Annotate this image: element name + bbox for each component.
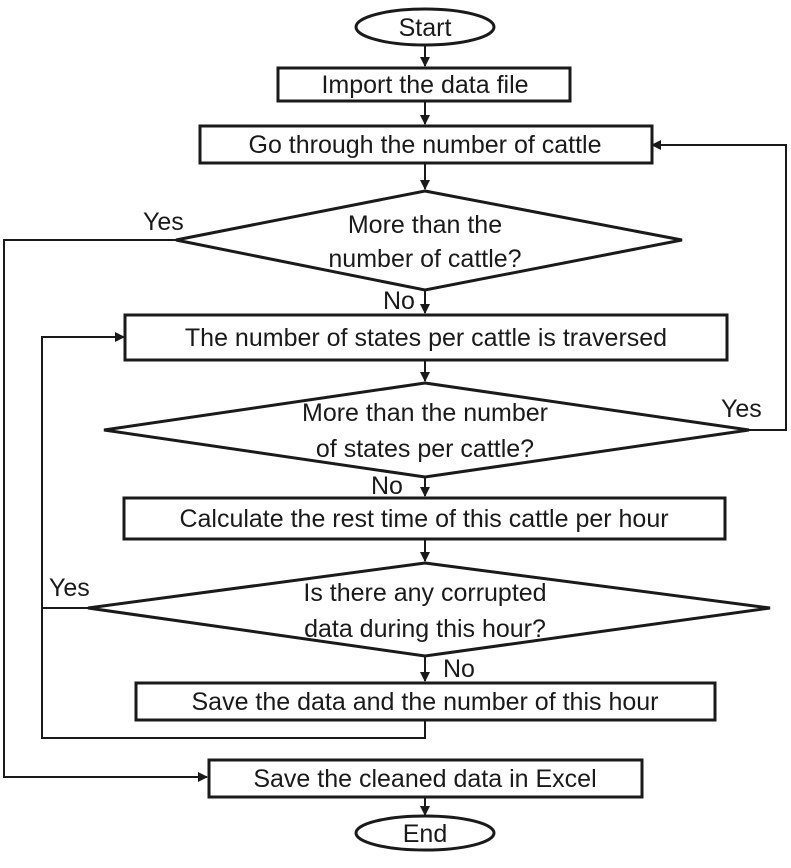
no-label-decision-corrupt: No <box>443 655 475 683</box>
yes-label-decision-states: Yes <box>721 395 762 423</box>
edge-decision2-yes <box>651 140 787 431</box>
node-loop-states: The number of states per cattle is trave… <box>123 313 729 362</box>
save-excel-label: Save the cleaned data in Excel <box>253 765 596 793</box>
decision-states-line1: More than the number <box>302 399 548 427</box>
connectors <box>3 46 787 816</box>
loop-states-label: The number of states per cattle is trave… <box>185 324 667 352</box>
edge-savehour-loop <box>41 608 426 739</box>
node-calc: Calculate the rest time of this cattle p… <box>122 496 727 541</box>
edge-decision3-yes <box>41 332 125 609</box>
node-end: End <box>354 814 496 852</box>
node-decision-cattle: More than the number of cattle? <box>175 189 683 292</box>
decision-cattle-line1: More than the <box>348 211 502 239</box>
node-decision-states: More than the number of states per cattl… <box>103 381 750 479</box>
end-label: End <box>403 820 447 848</box>
decision-corrupt-line2: data during this hour? <box>304 615 546 643</box>
decision-cattle-line2: number of cattle? <box>328 245 521 273</box>
edge-decision1-yes <box>3 239 208 782</box>
node-start: Start <box>354 7 496 47</box>
loop-cattle-label: Go through the number of cattle <box>249 131 602 159</box>
node-save-excel: Save the cleaned data in Excel <box>207 758 644 799</box>
yes-label-decision-corrupt: Yes <box>49 574 90 602</box>
import-label: Import the data file <box>321 71 528 99</box>
start-label: Start <box>399 14 452 42</box>
yes-label-decision-cattle: Yes <box>143 208 184 236</box>
no-label-decision-cattle: No <box>383 287 415 315</box>
node-loop-cattle: Go through the number of cattle <box>198 124 654 165</box>
save-hour-label: Save the data and the number of this hou… <box>192 688 659 716</box>
decision-corrupt-line1: Is there any corrupted <box>303 579 546 607</box>
node-decision-corrupt: Is there any corrupted data during this … <box>87 561 771 658</box>
node-import: Import the data file <box>276 66 572 103</box>
node-save-hour: Save the data and the number of this hou… <box>134 681 717 722</box>
no-label-decision-states: No <box>371 472 403 500</box>
decision-states-line2: of states per cattle? <box>316 435 534 463</box>
calc-label: Calculate the rest time of this cattle p… <box>179 505 668 533</box>
